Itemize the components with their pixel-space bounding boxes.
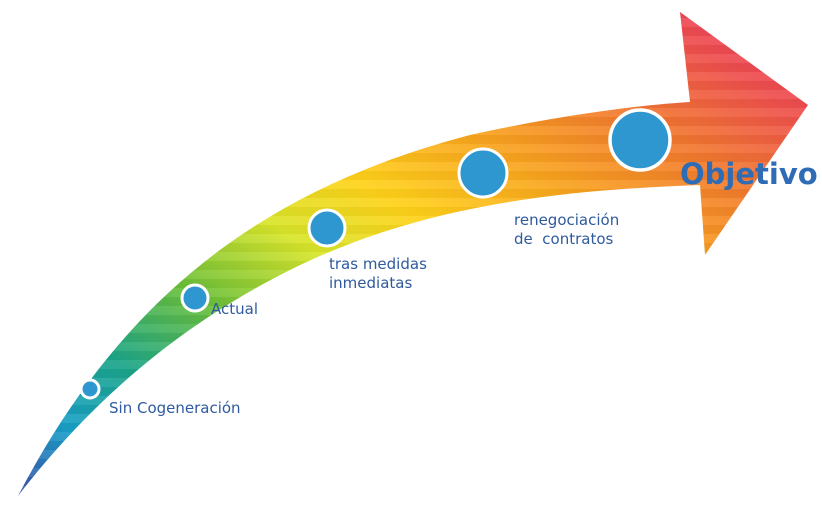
label-tras-medidas: tras medidas inmediatas [329,255,427,292]
label-sin-cogeneracion: Sin Cogeneración [109,399,241,417]
marker-objetivo [608,108,672,172]
label-renegociacion: renegociación de contratos [514,211,620,248]
marker-sin-cogeneracion [79,378,101,400]
marker-actual [180,283,210,313]
arrow-stripes [18,12,808,496]
label-objetivo: Objetivo [680,157,818,191]
marker-renegociacion [457,147,509,199]
marker-tras-medidas [307,208,347,248]
label-actual: Actual [211,300,258,318]
